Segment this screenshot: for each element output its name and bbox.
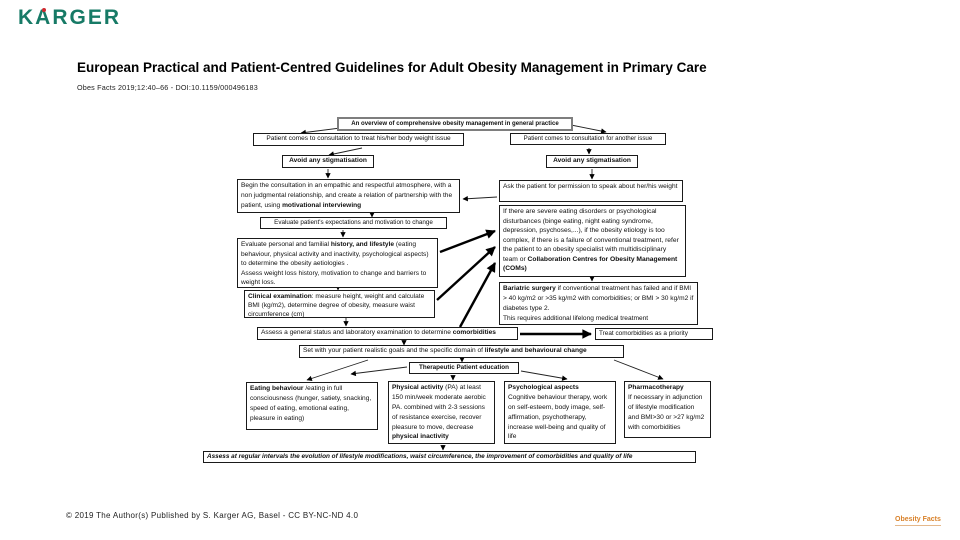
box-avoid-stigmatisation-left: Avoid any stigmatisation: [282, 155, 374, 168]
box-evaluate-history: Evaluate personal and familial history, …: [237, 238, 438, 288]
box-treat-comorbidities: Treat comorbidities as a priority: [595, 328, 713, 341]
box-patient-weight-issue: Patient comes to consultation to treat h…: [253, 133, 464, 146]
box-evaluate-expectations: Evaluate patient's expectations and moti…: [260, 217, 447, 230]
box-begin-consultation: Begin the consultation in an empathic an…: [237, 179, 460, 213]
box-set-realistic-goals: Set with your patient realistic goals an…: [299, 345, 624, 358]
citation: Obes Facts 2019;12:40–66 - DOI:10.1159/0…: [77, 83, 258, 92]
box-clinical-examination: Clinical examination: measure height, we…: [244, 290, 435, 318]
box-physical-activity: Physical activity (PA) at least 150 min/…: [388, 381, 495, 444]
box-overview: An overview of comprehensive obesity man…: [337, 117, 573, 132]
journal-logo: Obesity Facts: [895, 516, 941, 526]
copyright-line: © 2019 The Author(s) Published by S. Kar…: [66, 511, 359, 520]
box-ask-permission: Ask the patient for permission to speak …: [499, 180, 683, 202]
box-avoid-stigmatisation-right: Avoid any stigmatisation: [546, 155, 638, 168]
page-title: European Practical and Patient-Centred G…: [77, 60, 707, 75]
karger-logo-text: KARGER: [18, 6, 122, 29]
box-bariatric-surgery: Bariatric surgery if conventional treatm…: [499, 282, 698, 325]
box-assess-general-status: Assess a general status and laboratory e…: [257, 327, 518, 340]
logo-red-dot: [42, 8, 46, 12]
box-eating-behaviour: Eating behaviour /eating in full conscio…: [246, 382, 378, 430]
karger-logo: KARGER: [18, 6, 121, 30]
box-refer-specialist: If there are severe eating disorders or …: [499, 205, 686, 277]
box-patient-another-issue: Patient comes to consultation for anothe…: [510, 133, 666, 146]
box-assess-regular-intervals: Assess at regular intervals the evolutio…: [203, 451, 696, 464]
box-therapeutic-patient-education: Therapeutic Patient education: [409, 362, 519, 375]
